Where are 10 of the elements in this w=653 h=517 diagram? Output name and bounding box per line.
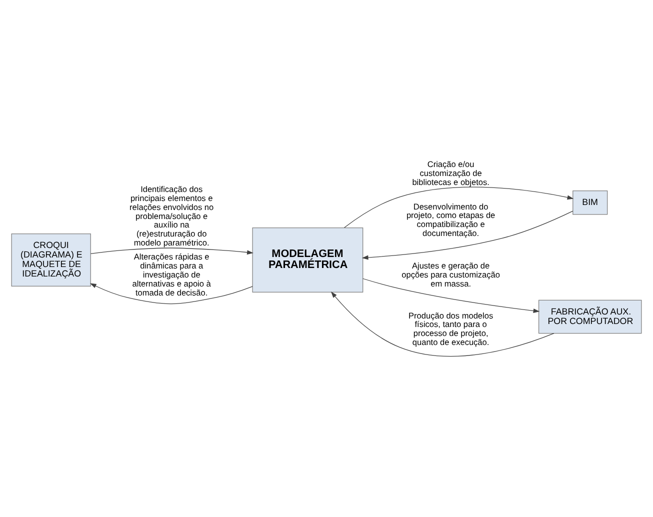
arrow	[344, 186, 574, 228]
node-box: CROQUI (DIAGRAMA) E MAQUETE DE IDEALIZAÇÃO	[11, 234, 91, 286]
arrow	[362, 278, 540, 313]
arrow	[362, 210, 574, 260]
arrow	[330, 292, 554, 357]
node-box: FABRICAÇÃO AUX. POR COMPUTADOR	[538, 300, 642, 334]
arrow	[90, 283, 253, 304]
node-box: BIM	[572, 190, 608, 215]
arrow	[90, 248, 254, 255]
node-box: MODELAGEM PARAMÉTRICA	[252, 227, 364, 292]
